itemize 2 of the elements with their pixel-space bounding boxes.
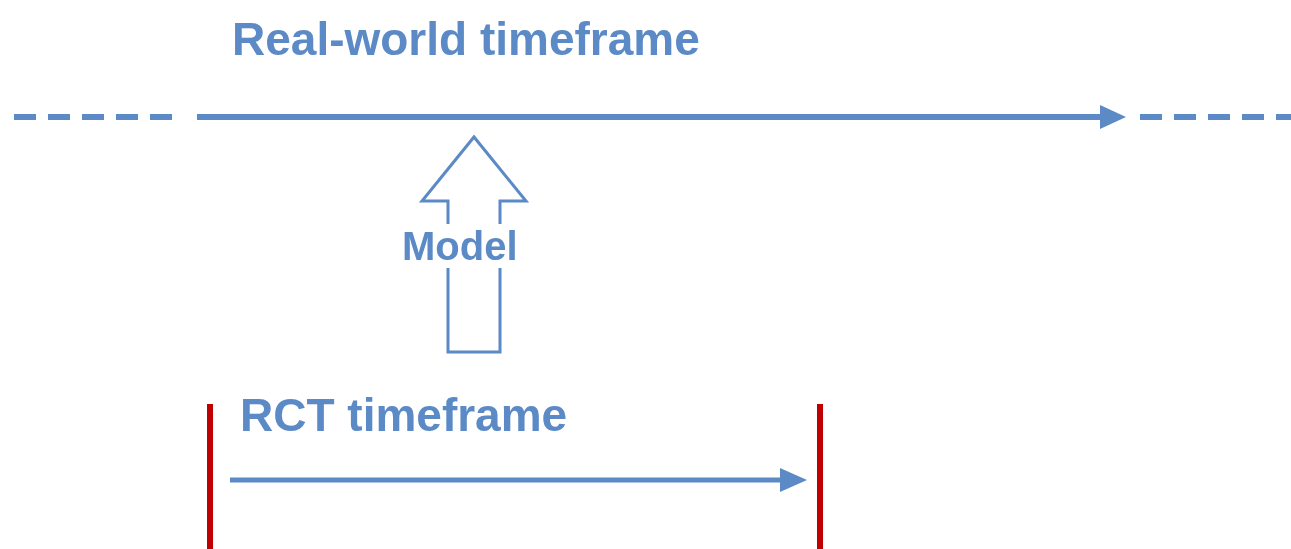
timeframe-title: Real-world timeframe [232,12,700,66]
timeframe-title: RCT timeframe [240,388,568,442]
